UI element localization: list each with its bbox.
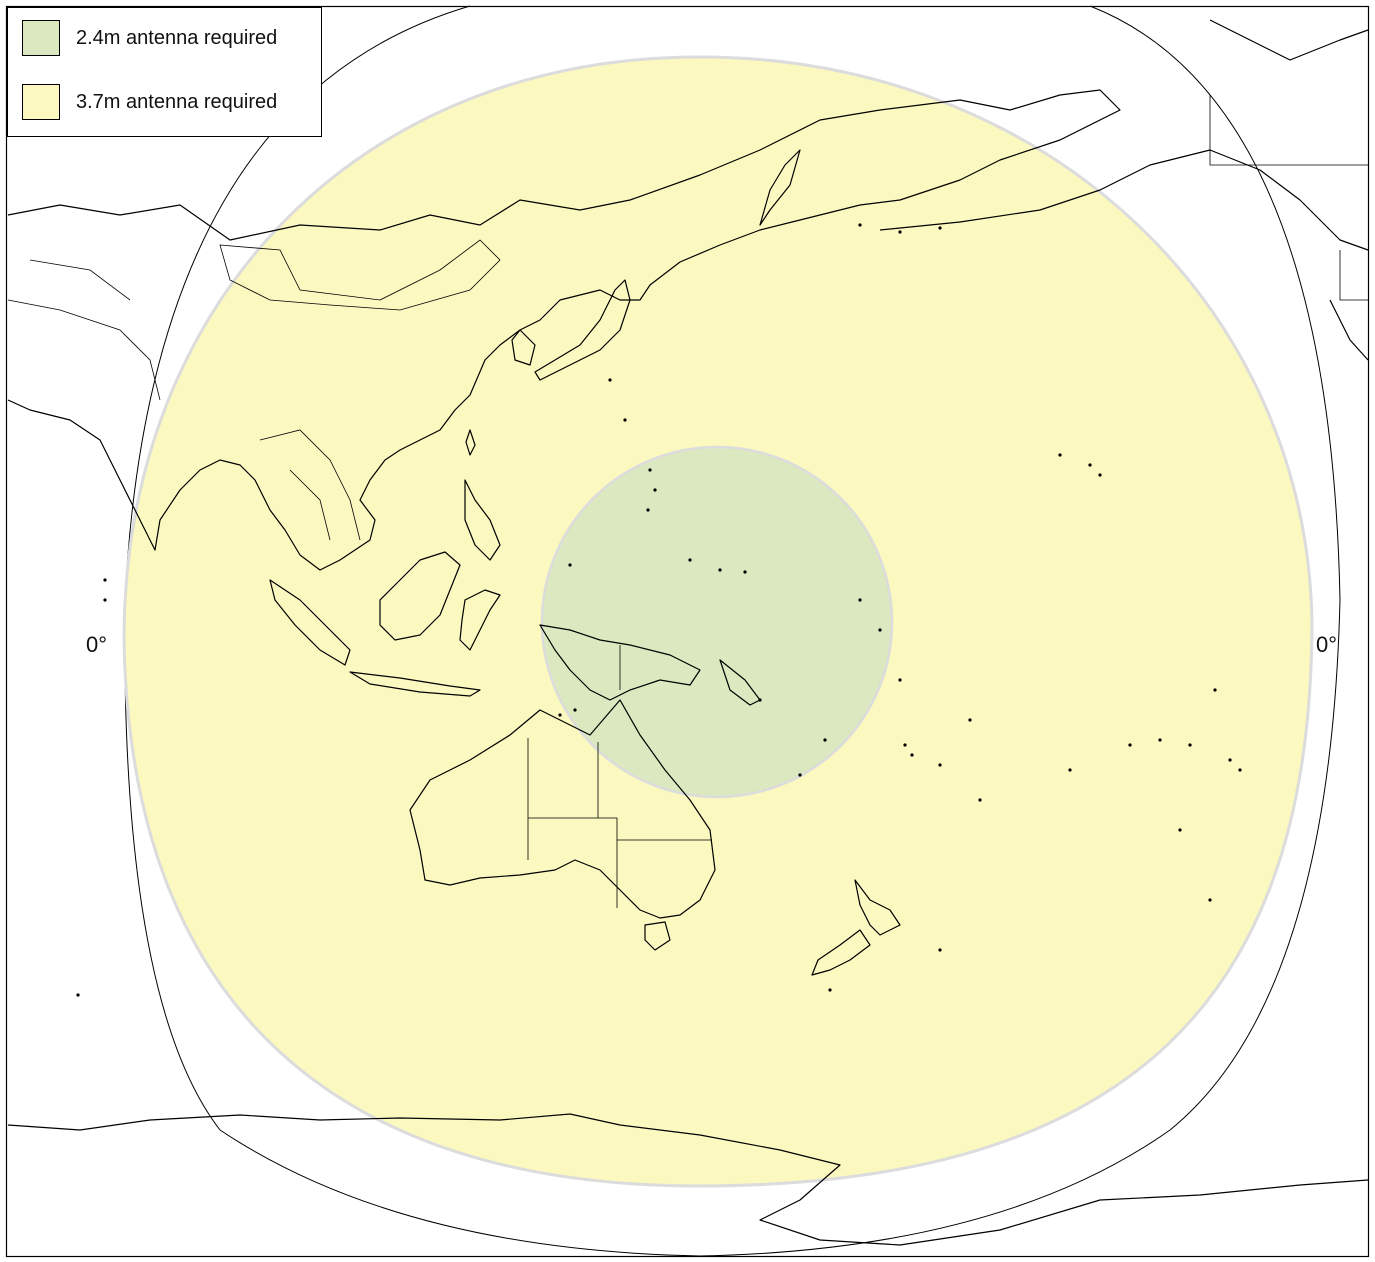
island-dot: [648, 468, 652, 472]
australia-state-borders: [527, 738, 712, 908]
island-dot: [978, 798, 982, 802]
island-dot: [898, 678, 902, 682]
sumatra-coastline: [269, 579, 351, 666]
asia-coastline: [7, 89, 1121, 571]
island-dot: [878, 628, 882, 632]
island-dot: [798, 773, 802, 777]
island-dot: [688, 558, 692, 562]
north-america-coastline: [1209, 19, 1369, 361]
island-dot: [968, 718, 972, 722]
korea-coastline: [511, 329, 536, 366]
legend-item-2-4m: 2.4m antenna required: [22, 20, 277, 56]
island-dot: [646, 508, 650, 512]
taiwan-coastline: [465, 429, 476, 456]
us-canada-border: [1209, 95, 1368, 301]
legend-label-3-7m: 3.7m antenna required: [76, 90, 278, 113]
island-dot: [1158, 738, 1162, 742]
new-guinea-coastline: [539, 624, 701, 701]
island-dot: [558, 713, 562, 717]
legend-swatch-3-7m: [22, 84, 60, 120]
coverage-zone-2-4m: [540, 445, 894, 799]
island-dot: [938, 948, 942, 952]
java-coastline: [349, 671, 481, 697]
island-dot: [938, 226, 942, 230]
coastlines: [7, 19, 1369, 1246]
antarctica-coastline: [7, 1113, 1369, 1246]
island-dot: [568, 563, 572, 567]
island-dot: [823, 738, 827, 742]
island-dot: [938, 763, 942, 767]
island-dot: [1228, 758, 1232, 762]
legend: 2.4m antenna required 3.7m antenna requi…: [7, 7, 322, 137]
island-dot: [608, 378, 612, 382]
mongolia-border: [219, 239, 501, 311]
australia-coastline: [409, 699, 716, 919]
island-dot: [903, 743, 907, 747]
island-dot: [1098, 473, 1102, 477]
island-dot: [1068, 768, 1072, 772]
equator-label-right: 0°: [1316, 632, 1338, 657]
legend-item-3-7m: 3.7m antenna required: [22, 84, 277, 120]
island-dot: [743, 570, 747, 574]
island-dot: [898, 230, 902, 234]
se-asia-borders: [259, 429, 361, 541]
island-dot: [623, 418, 627, 422]
island-dot: [718, 568, 722, 572]
island-dot: [1238, 768, 1242, 772]
legend-swatch-2-4m: [22, 20, 60, 56]
alaska-coastline: [879, 149, 1369, 251]
island-dot: [1088, 463, 1092, 467]
philippines-coastline: [464, 479, 501, 561]
island-dot: [910, 753, 914, 757]
island-dot: [76, 993, 80, 997]
legend-label-2-4m: 2.4m antenna required: [76, 26, 278, 49]
kamchatka-coastline: [759, 149, 801, 226]
island-dot: [1188, 743, 1192, 747]
island-dot: [858, 223, 862, 227]
island-dot: [758, 698, 762, 702]
island-dot: [103, 578, 107, 582]
island-dot: [1128, 743, 1132, 747]
sulawesi-coastline: [459, 589, 501, 651]
equator-label-left: 0°: [86, 632, 108, 657]
island-dot: [1213, 688, 1217, 692]
island-dot: [1178, 828, 1182, 832]
solomon-islands-coastline: [719, 659, 761, 706]
tasmania-coastline: [644, 921, 671, 951]
island-dot: [103, 598, 107, 602]
island-dot: [858, 598, 862, 602]
new-zealand-south-coastline: [811, 929, 871, 976]
new-zealand-north-coastline: [854, 879, 901, 936]
country-borders: [7, 95, 1368, 690]
island-dot: [1208, 898, 1212, 902]
island-dot: [573, 708, 577, 712]
island-dot: [653, 488, 657, 492]
island-dot: [828, 988, 832, 992]
pacific-islands: [76, 223, 1242, 997]
island-dot: [1058, 453, 1062, 457]
central-asia-borders: [7, 259, 161, 401]
japan-coastline: [534, 279, 631, 381]
borneo-coastline: [379, 551, 461, 641]
